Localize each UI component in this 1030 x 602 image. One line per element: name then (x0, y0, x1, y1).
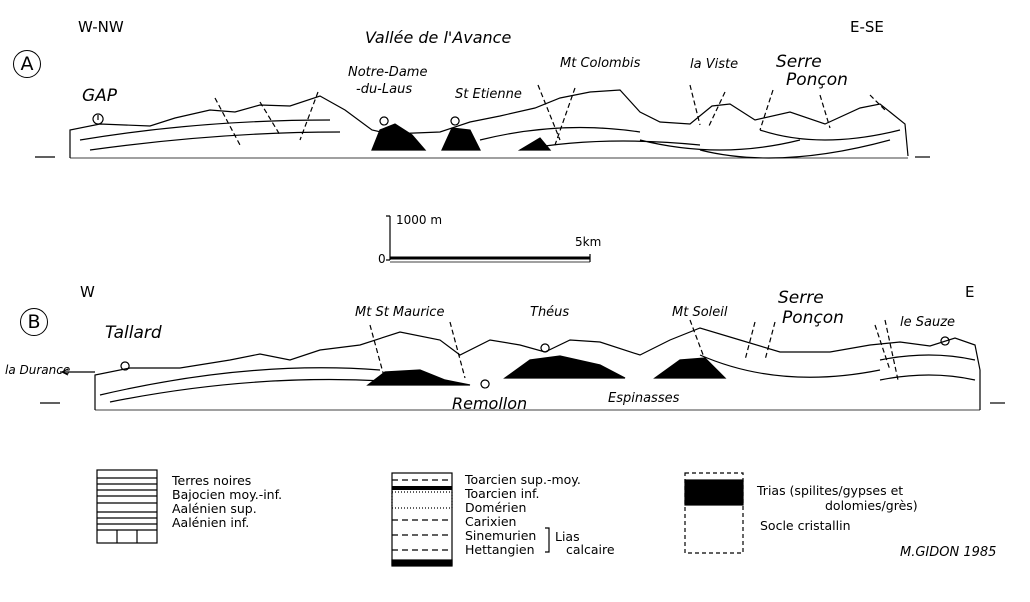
label-vallee-avance: Vallée de l'Avance (365, 28, 512, 47)
label-mt-soleil: Mt Soleil (672, 305, 728, 320)
legend-swatches (96, 469, 744, 567)
scale-horizontal: 5km (575, 235, 602, 249)
scale-bar (386, 215, 591, 263)
section-a-marker: A (13, 50, 41, 78)
legend-item: Terres noires (172, 473, 252, 488)
section-b-west-label: W (80, 283, 95, 301)
legend-item: Aalénien sup. (172, 501, 257, 516)
label-le-sauze: le Sauze (900, 315, 956, 330)
label-serre-b: Serre (778, 288, 824, 308)
legend-item: Hettangien (465, 542, 535, 557)
scale-zero: 0 (378, 252, 386, 266)
legend-item: Toarcien sup.-moy. (465, 472, 581, 487)
legend-item: Carixien (465, 514, 517, 529)
legend-item: Domérien (465, 500, 527, 515)
label-poncon-b: Ponçon (782, 308, 844, 328)
label-poncon-a: Ponçon (786, 70, 848, 90)
legend-lias: Lias (555, 529, 580, 544)
legend-trias-1: Trias (spilites/gypses et (757, 483, 904, 498)
label-mt-st-maurice: Mt St Maurice (355, 305, 445, 320)
label-theus: Théus (530, 305, 570, 320)
legend-item: Toarcien inf. (465, 486, 540, 501)
legend-calcaire: calcaire (566, 542, 615, 557)
label-serre-a: Serre (776, 52, 822, 72)
section-b-profile (40, 319, 1005, 411)
legend-socle: Socle cristallin (760, 518, 851, 533)
section-a-east-label: E-SE (850, 18, 884, 36)
section-a-west-label: W-NW (78, 18, 124, 36)
label-notre-dame-2: -du-Laus (356, 82, 413, 97)
label-remollon: Remollon (452, 394, 528, 413)
section-a-profile (35, 84, 930, 159)
label-la-durance: la Durance (5, 363, 71, 377)
section-b-marker: B (20, 308, 48, 336)
label-gap: GAP (82, 86, 118, 106)
author-credit: M.GIDON 1985 (900, 545, 997, 560)
label-notre-dame-1: Notre-Dame (348, 65, 428, 80)
scale-vertical: 1000 m (396, 213, 443, 227)
section-b-east-label: E (965, 283, 975, 301)
label-tallard: Tallard (105, 323, 162, 343)
label-st-etienne: St Etienne (455, 87, 522, 102)
label-mt-colombis: Mt Colombis (560, 56, 641, 71)
legend-trias-2: dolomies/grès) (825, 498, 918, 513)
legend-item: Bajocien moy.-inf. (172, 487, 283, 502)
legend-item: Sinemurien (465, 528, 537, 543)
label-la-viste: la Viste (690, 57, 739, 72)
label-espinasses: Espinasses (608, 391, 680, 406)
legend-item: Aalénien inf. (172, 515, 250, 530)
